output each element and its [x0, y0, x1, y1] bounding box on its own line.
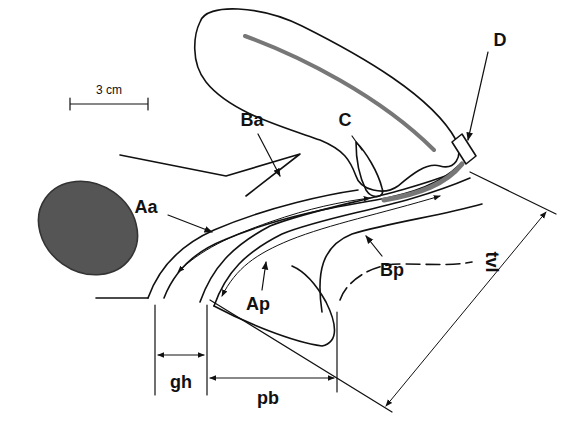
- dimension-line: [155, 305, 207, 395]
- skin-line: [96, 297, 148, 299]
- fornix-shading: [384, 164, 462, 200]
- cervix: [356, 142, 383, 197]
- scale-bar: [70, 98, 148, 110]
- pubic-bone: [20, 162, 156, 294]
- point-label: D: [492, 30, 509, 50]
- dimension-line: [386, 212, 546, 406]
- leader: [352, 136, 362, 150]
- dimension-line: [158, 355, 204, 356]
- perineal-body: [214, 266, 335, 346]
- rectum: [320, 204, 482, 312]
- rectum-inner: [340, 262, 472, 300]
- leader: [262, 262, 266, 290]
- point-label: Ba: [238, 110, 265, 130]
- point-label: Bp: [378, 260, 406, 280]
- leader: [258, 134, 280, 176]
- leader: [366, 236, 382, 256]
- dimension-label: gh: [168, 372, 194, 392]
- scale-label: 3 cm: [94, 83, 124, 97]
- dimension-line: [210, 378, 334, 379]
- dimension-label: tvl: [482, 249, 502, 274]
- dimension-label: pb: [255, 388, 281, 408]
- leader: [468, 52, 488, 140]
- leader: [168, 215, 212, 232]
- uterus: [195, 9, 459, 191]
- uterine-cavity: [245, 36, 434, 150]
- anterior-measure: [178, 198, 370, 272]
- dimension-line: [210, 172, 556, 412]
- bladder: [120, 154, 300, 196]
- posterior-measure: [222, 196, 440, 296]
- posterior-wall: [214, 178, 470, 306]
- point-label: Aa: [132, 197, 159, 217]
- dimension-line: [336, 312, 337, 392]
- point-label: C: [337, 110, 354, 130]
- vault-apex: [452, 134, 476, 164]
- point-label: Ap: [244, 294, 272, 314]
